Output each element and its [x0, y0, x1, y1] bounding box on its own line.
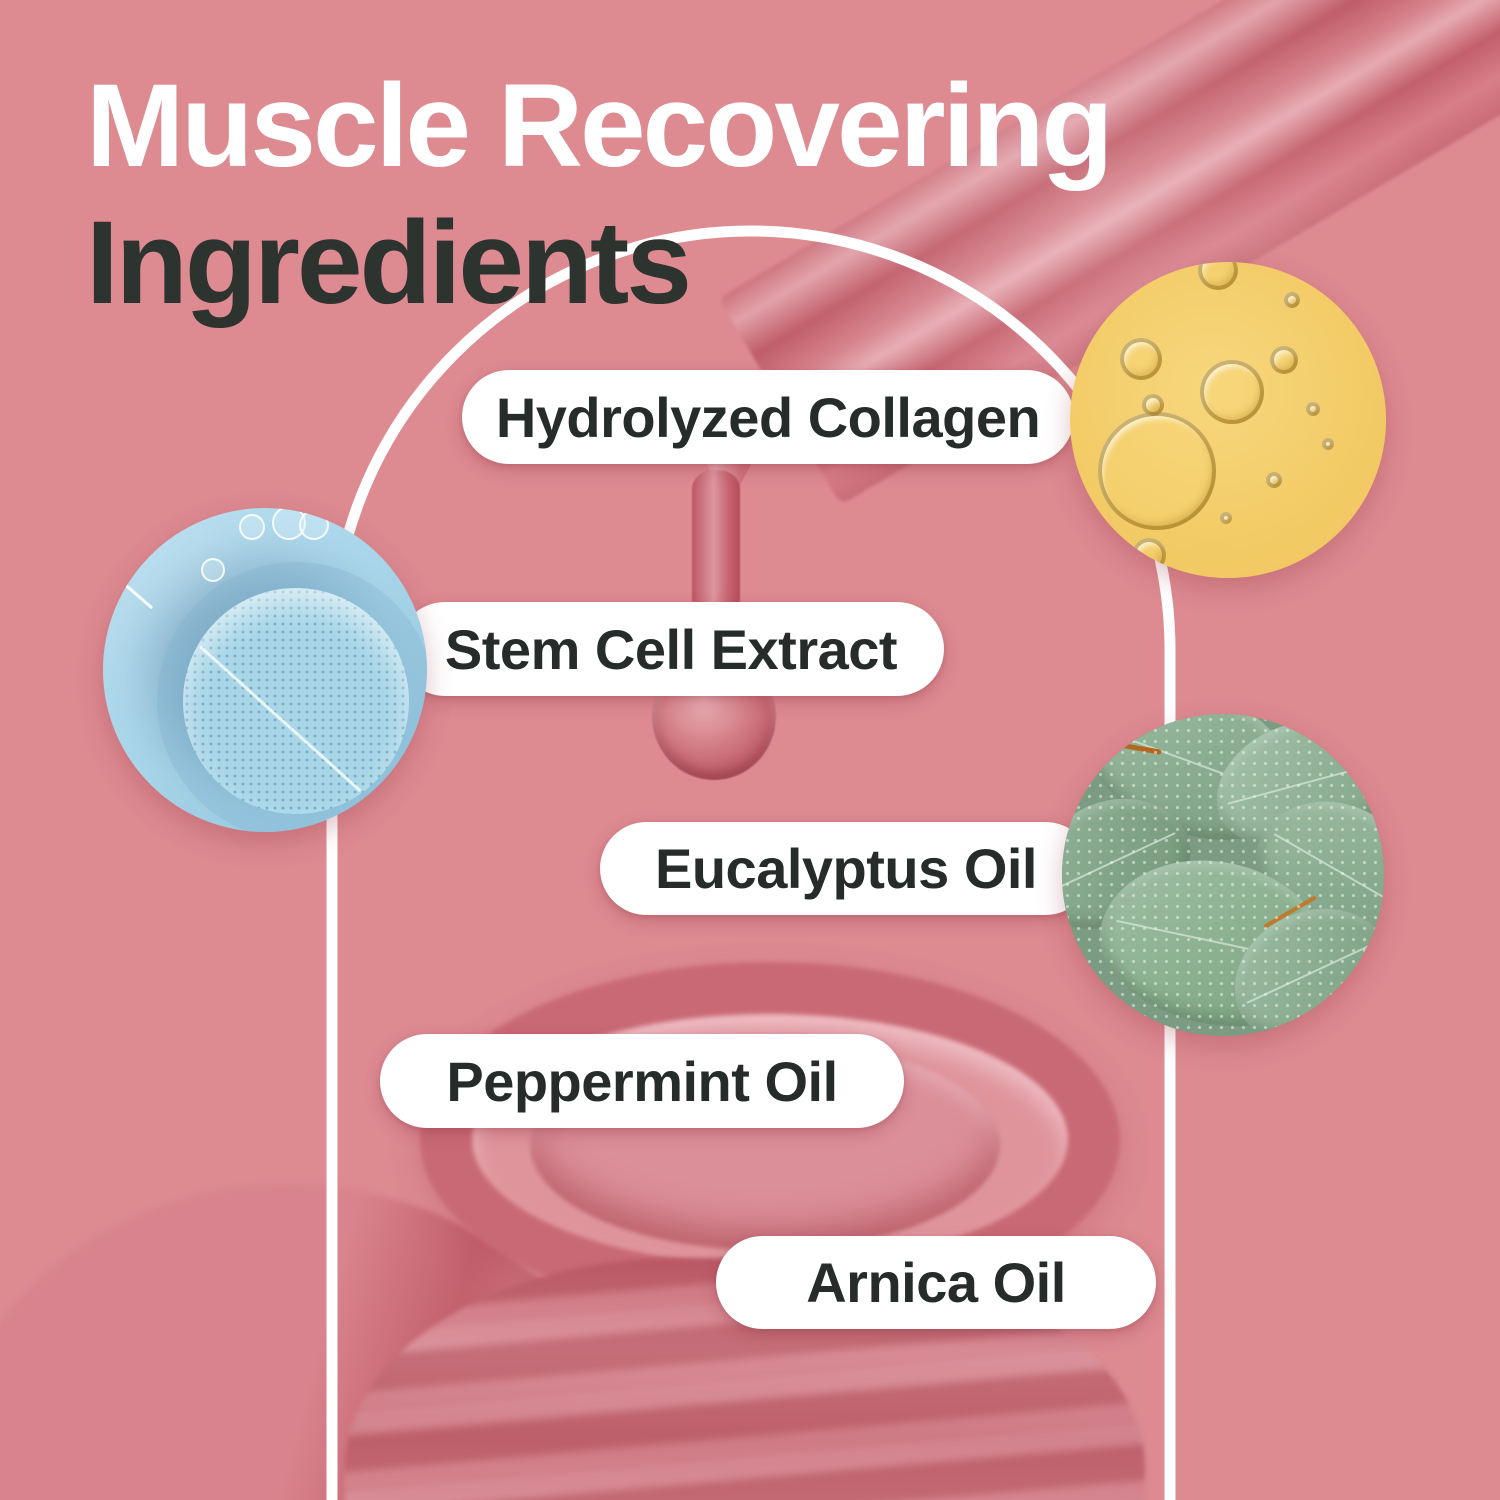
oil-bubble [1120, 338, 1162, 380]
title-line-1: Muscle Recovering [86, 60, 1113, 192]
title-line-2: Ingredients [86, 197, 692, 329]
oil-bubble [1198, 262, 1238, 290]
ingredient-label: Eucalyptus Oil [655, 837, 1038, 900]
ingredient-pill-hydrolyzed-collagen: Hydrolyzed Collagen [462, 370, 1074, 464]
oil-bubble [1220, 512, 1232, 524]
collagen-oil-photo-circle [1070, 262, 1386, 578]
eucalyptus-photo-circle [1062, 714, 1384, 1036]
ingredient-pill-eucalyptus-oil: Eucalyptus Oil [600, 822, 1092, 915]
ingredient-pill-arnica-oil: Arnica Oil [716, 1236, 1156, 1329]
ingredient-label: Hydrolyzed Collagen [495, 385, 1041, 449]
oil-bubble [1284, 292, 1300, 308]
ingredient-pill-stem-cell-extract: Stem Cell Extract [398, 602, 944, 696]
ingredient-label: Arnica Oil [806, 1251, 1066, 1314]
air-bubble [201, 558, 225, 582]
ingredient-label: Peppermint Oil [446, 1049, 838, 1113]
oil-bubble [1098, 412, 1216, 530]
oil-bubble [1266, 472, 1282, 488]
ingredient-pill-peppermint-oil: Peppermint Oil [380, 1034, 904, 1128]
air-bubble [239, 514, 265, 540]
air-bubble [299, 510, 329, 540]
stem-cell-photo-circle [103, 508, 427, 832]
oil-bubble [1132, 538, 1166, 572]
oil-bubble [1270, 346, 1298, 374]
oil-bubble [1142, 394, 1164, 416]
oil-bubble [1322, 438, 1334, 450]
page-title: Muscle Recovering Ingredients [86, 58, 1113, 332]
oil-bubble [1306, 402, 1320, 416]
oil-bubble [1200, 360, 1264, 424]
ingredient-label: Stem Cell Extract [444, 617, 898, 681]
water-droplets-texture [1062, 714, 1384, 1036]
tablet-core [183, 588, 409, 814]
